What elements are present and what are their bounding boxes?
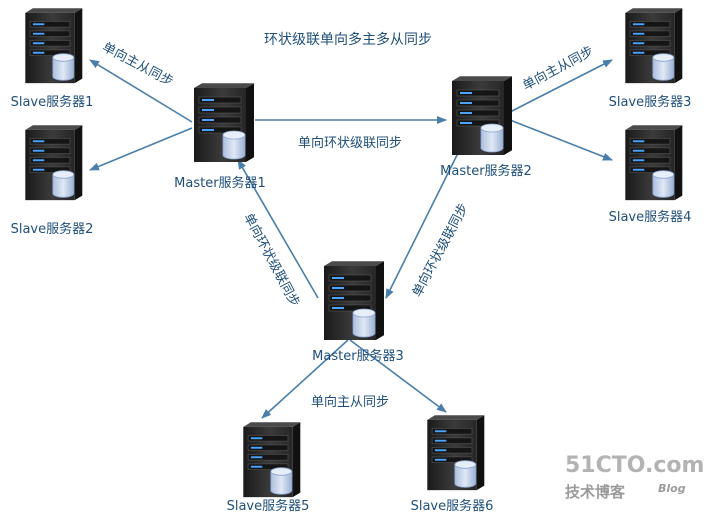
server-icon	[194, 83, 254, 162]
node-master1: Master服务器1	[174, 83, 266, 191]
node-label-slave2: Slave服务器2	[11, 221, 94, 237]
server-icon	[25, 8, 83, 84]
arrow-master3-to-slave6	[349, 339, 447, 413]
arrow-master1-to-slave2	[89, 127, 193, 171]
node-slave6: Slave服务器6	[411, 415, 494, 514]
server-icon	[324, 261, 384, 340]
node-label-master2: Master服务器2	[440, 163, 532, 179]
node-label-master1: Master服务器1	[174, 175, 266, 191]
edge-label-master1-to-slaves: 单向主从同步	[100, 39, 176, 90]
node-label-slave6: Slave服务器6	[411, 498, 494, 514]
watermark-tag: Blog	[658, 482, 686, 495]
server-icon	[625, 125, 683, 201]
connection-lines	[89, 59, 613, 419]
arrow-master1-to-slave1	[89, 59, 193, 123]
watermark-logo-text: 51CTO.com	[565, 453, 704, 478]
edge-label-master2-to-slaves: 单向主从同步	[520, 43, 596, 94]
node-slave4: Slave服务器4	[609, 125, 692, 225]
arrow-master2-to-slave4	[509, 119, 613, 161]
edge-label-master2-to-master3: 单向环状级联同步	[409, 200, 472, 299]
server-icon	[427, 415, 485, 491]
edge-label-master1-to-master2: 单向环状级联同步	[298, 135, 402, 151]
node-slave5: Slave服务器5	[227, 422, 310, 514]
node-label-slave4: Slave服务器4	[609, 209, 692, 225]
node-master2: Master服务器2	[440, 76, 532, 179]
server-icon	[243, 422, 301, 498]
arrow-master3-to-master1	[237, 159, 319, 299]
server-icon	[25, 125, 83, 201]
server-icon	[625, 8, 683, 84]
node-slave1: Slave服务器1	[11, 8, 94, 110]
server-icon	[452, 76, 512, 155]
watermark-subtitle: 技术博客	[565, 483, 626, 501]
edge-label-master3-to-slaves: 单向主从同步	[311, 394, 389, 410]
arrow-master2-to-master3	[385, 144, 463, 299]
node-label-slave1: Slave服务器1	[11, 94, 94, 110]
arrow-master3-to-slave5	[261, 339, 349, 419]
node-label-slave5: Slave服务器5	[227, 498, 310, 514]
arrow-master2-to-slave3	[509, 59, 613, 113]
node-label-master3: Master服务器3	[312, 348, 404, 364]
edge-label-master3-to-master1: 单向环状级联同步	[240, 210, 303, 309]
node-label-slave3: Slave服务器3	[609, 94, 692, 110]
diagram-title: 环状级联单向多主多从同步	[264, 31, 432, 48]
site-watermark-logo: 51CTO.com 技术博客 Blog	[565, 453, 704, 501]
node-master3: Master服务器3	[312, 261, 404, 364]
node-slave2: Slave服务器2	[11, 125, 94, 237]
node-slave3: Slave服务器3	[609, 8, 692, 110]
